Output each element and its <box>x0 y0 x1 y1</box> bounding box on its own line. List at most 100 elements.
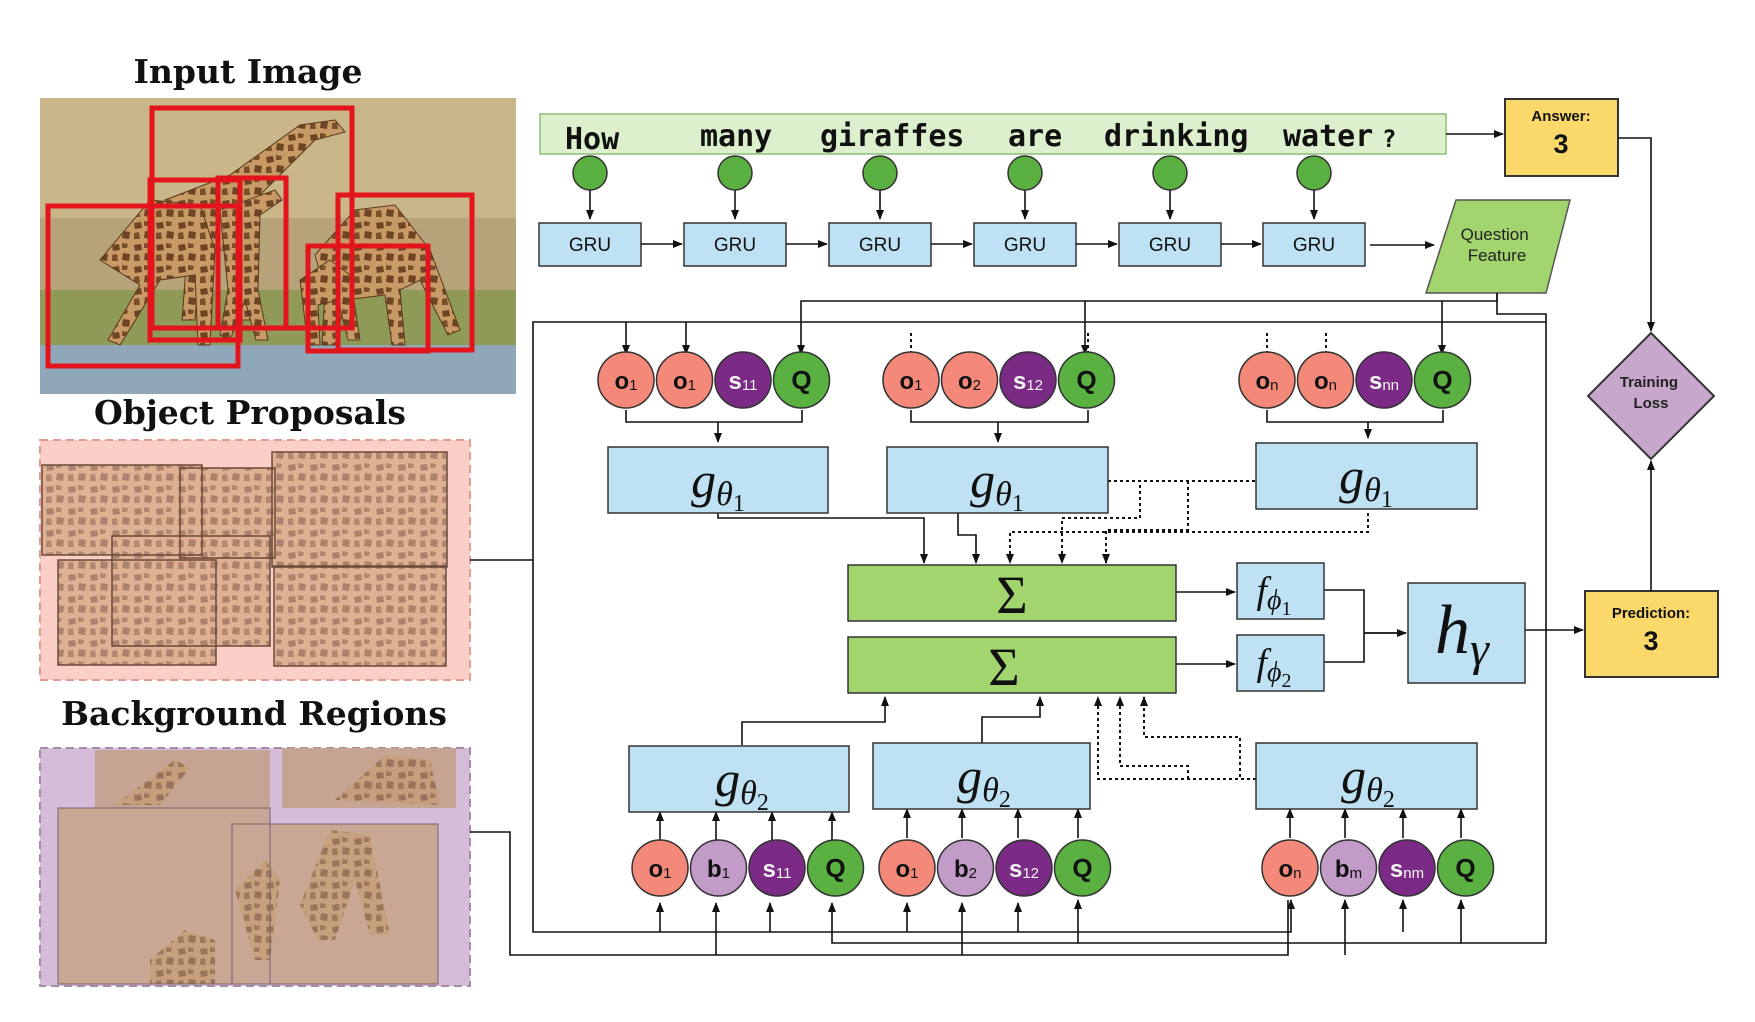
training-loss-label: Training Loss <box>1620 374 1683 412</box>
gru-box <box>538 222 642 267</box>
object-node: o1 <box>655 351 714 409</box>
question-node: Q <box>772 351 831 409</box>
node-label: b1 <box>707 856 730 883</box>
svg-text:gθ2: gθ2 <box>1341 748 1395 813</box>
node-group: o1 b2 s12 Q <box>878 839 1112 897</box>
proposal-boxes <box>45 105 475 369</box>
object-node: o2 <box>940 351 999 409</box>
question-node: Q <box>1413 351 1472 409</box>
node-label: b2 <box>954 856 977 883</box>
svg-text:hγ: hγ <box>1435 592 1490 676</box>
svg-text:Σ: Σ <box>996 565 1027 625</box>
node-label: s12 <box>1009 856 1039 883</box>
question-word: water <box>1283 119 1373 154</box>
node-label: Q <box>791 365 811 395</box>
gru-cell: GRU <box>1118 155 1262 267</box>
node-label: o1 <box>614 368 637 395</box>
node-label: Q <box>825 853 845 883</box>
relation-node: s12 <box>995 839 1053 897</box>
gru-cell: GRU <box>828 155 973 267</box>
object-node: o1 <box>878 839 936 897</box>
gru-label: GRU <box>714 235 756 256</box>
background-node: b2 <box>936 839 995 897</box>
object-node: on <box>1296 351 1355 409</box>
sum-box: Σ <box>847 564 1177 625</box>
gru-cell: GRU <box>973 155 1118 267</box>
node-label: o1 <box>899 368 922 395</box>
node-label: o2 <box>958 368 981 395</box>
background-node: b1 <box>689 839 748 897</box>
g-theta2-row: gθ2 gθ2 gθ2 <box>628 742 1478 816</box>
word-embedding-node <box>1007 155 1043 191</box>
g-theta1-box: gθ1 <box>886 446 1109 517</box>
object-node: o1 <box>597 351 655 409</box>
relation-node: s12 <box>999 351 1057 409</box>
answer-box <box>1504 98 1619 177</box>
gru-cell: GRU <box>538 155 683 267</box>
sum-boxes: Σ Σ <box>847 564 1177 697</box>
node-group: on bm snm Q <box>1261 839 1495 897</box>
question-words: How many giraffes are drinking water ? <box>565 119 1396 157</box>
object-node: o1 <box>882 351 940 409</box>
relation-node: s11 <box>748 839 806 897</box>
object-node: on <box>1261 839 1319 897</box>
g-theta1-row: gθ1 gθ1 gθ1 <box>607 442 1478 517</box>
node-label: on <box>1278 856 1301 883</box>
node-label: o1 <box>895 856 918 883</box>
gru-cell: GRU <box>683 155 828 267</box>
connection-lines <box>470 130 1655 956</box>
g-theta1-box: gθ1 <box>1255 442 1478 513</box>
gru-box <box>828 222 932 267</box>
question-node: Q <box>1436 839 1495 897</box>
f-phi2-box: fϕ2 <box>1236 634 1325 692</box>
prediction-label: Prediction: <box>1612 605 1690 622</box>
question-mark: ? <box>1382 125 1396 153</box>
node-label: snm <box>1390 856 1424 883</box>
node-label: Q <box>1432 365 1452 395</box>
prediction-value: 3 <box>1643 626 1658 656</box>
gru-box <box>1118 222 1222 267</box>
background-regions-title: Background Regions <box>61 694 447 733</box>
question-feature-box <box>1424 199 1571 294</box>
gru-label: GRU <box>1004 235 1046 256</box>
background-regions-panel <box>39 747 471 987</box>
question-word: many <box>700 119 772 154</box>
g-theta1-box: gθ1 <box>607 446 829 517</box>
node-label: Q <box>1072 853 1092 883</box>
g-theta2-box: gθ2 <box>1255 742 1478 813</box>
object-proposals-panel <box>39 439 471 681</box>
node-label: s12 <box>1013 368 1043 395</box>
relation-node: s11 <box>714 351 772 409</box>
gru-box <box>683 222 787 267</box>
gru-cell: GRU <box>1262 155 1366 267</box>
svg-text:gθ1: gθ1 <box>1339 448 1393 513</box>
background-node: bm <box>1319 839 1378 897</box>
relation-node: snn <box>1355 351 1413 409</box>
answer-value: 3 <box>1553 129 1568 159</box>
gru-box <box>973 222 1077 267</box>
node-group: o1 o2 s12 Q <box>882 351 1116 409</box>
node-label: bm <box>1335 856 1362 883</box>
question-word: How <box>565 122 620 157</box>
object-node: on <box>1238 351 1296 409</box>
question-word: drinking <box>1104 119 1249 154</box>
gru-label: GRU <box>1293 235 1335 256</box>
word-embedding-node <box>572 155 608 191</box>
dotted-connection-lines <box>910 330 1369 780</box>
g-theta2-box: gθ2 <box>872 742 1091 813</box>
question-node: Q <box>1057 351 1116 409</box>
word-embedding-node <box>1152 155 1188 191</box>
input-image <box>40 98 516 394</box>
relation-node: snm <box>1378 839 1436 897</box>
node-label: snn <box>1369 368 1399 395</box>
node-label: s11 <box>729 368 758 395</box>
training-loss-diamond <box>1586 331 1716 461</box>
object-proposals-title: Object Proposals <box>94 393 406 432</box>
svg-text:gθ2: gθ2 <box>715 751 769 816</box>
node-label: Q <box>1455 853 1475 883</box>
svg-text:gθ1: gθ1 <box>970 452 1024 517</box>
question-word: are <box>1008 119 1062 154</box>
sum-box: Σ <box>847 636 1177 697</box>
